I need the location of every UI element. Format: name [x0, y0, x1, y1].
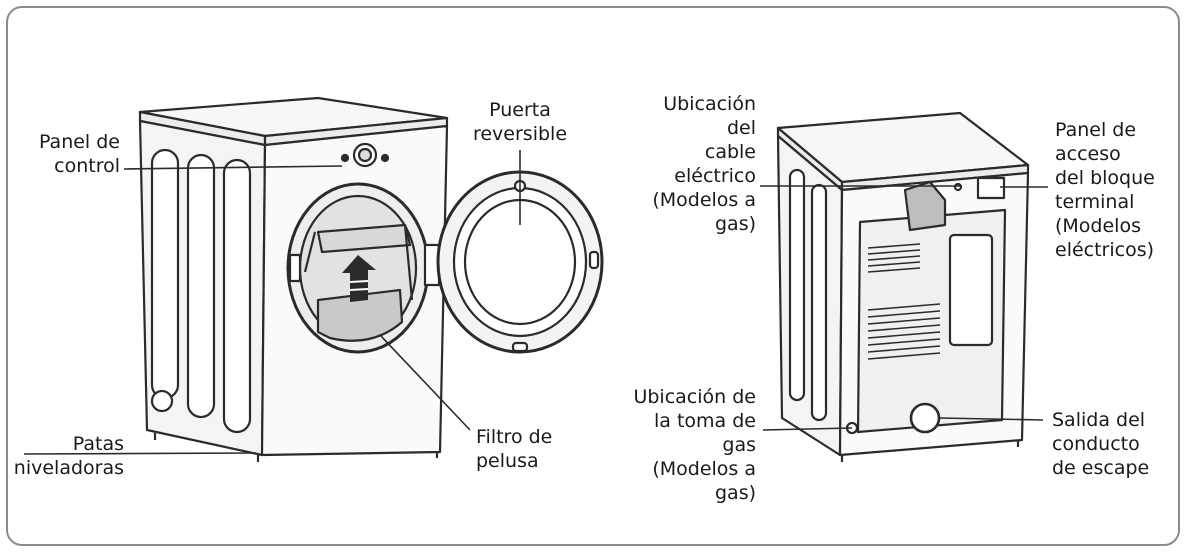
leader-feet	[23, 452, 257, 455]
leader-exhaust	[939, 417, 1044, 421]
label-power-cord-location: Ubicación del cable eléctrico (Modelos a…	[652, 93, 756, 235]
label-reversible-door: Puerta reversible	[472, 99, 568, 145]
leader-filter	[379, 334, 471, 431]
rear-dryer-side	[776, 134, 844, 457]
label-lint-filter: Filtro de pelusa	[476, 426, 553, 472]
label-control-panel: Panel de control	[38, 131, 120, 177]
leader-lines	[23, 150, 1048, 455]
leader-control-panel	[123, 165, 343, 170]
label-exhaust-outlet: Salida del conducto de escape	[1052, 409, 1150, 479]
diagram-frame	[6, 6, 1180, 546]
exhaust-outlet-shape	[909, 402, 941, 434]
label-gas-inlet-location: Ubicación de la toma de gas (Modelos a g…	[633, 386, 756, 504]
leader-gas	[762, 427, 853, 431]
front-dryer	[138, 96, 449, 462]
label-terminal-block-panel: Panel de acceso del bloque terminal (Mod…	[1055, 119, 1155, 261]
lint-filter-shape	[316, 288, 404, 342]
rear-dryer	[776, 111, 1030, 462]
label-leveling-feet: Patas niveladoras	[13, 433, 124, 479]
